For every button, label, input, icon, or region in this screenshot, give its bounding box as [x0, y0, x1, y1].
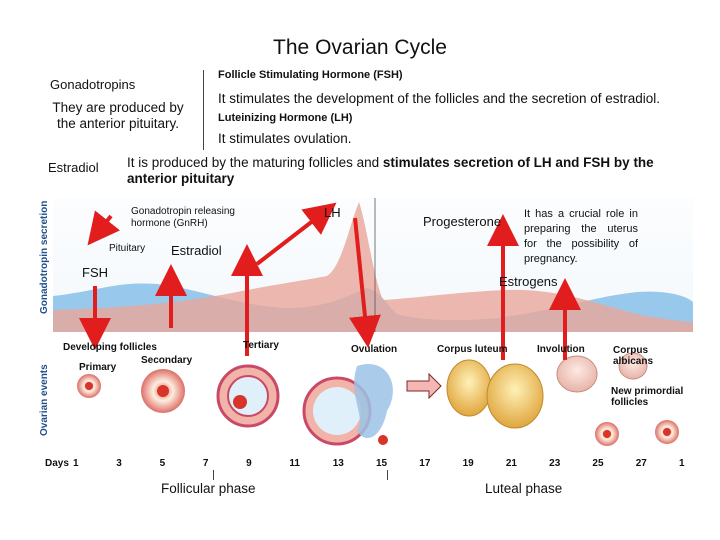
- axis-gonadotropin-secretion: Gonadotropin secretion: [39, 200, 50, 314]
- gonadotropins-bracket: [203, 70, 204, 150]
- estradiol-text-plain: It is produced by the maturing follicles…: [127, 155, 383, 170]
- estradiol-figure-label: Estradiol: [171, 243, 222, 258]
- involution-body: [556, 355, 598, 393]
- estradiol-text: It is produced by the maturing follicles…: [127, 155, 687, 187]
- follicular-phase: Follicular phase: [161, 481, 256, 496]
- figure-graphic: [37, 198, 693, 472]
- event-primary: Primary: [79, 362, 117, 373]
- day-tick-label: 7: [202, 458, 209, 469]
- lh-heading: Luteinizing Hormone (LH): [218, 112, 353, 124]
- day-tick-label: 13: [332, 458, 344, 469]
- arrow-estradiol-lh: [255, 202, 337, 266]
- corpus-luteum: [486, 363, 544, 429]
- day-tick-label: 1: [73, 458, 79, 469]
- day-tick-label: 3: [116, 458, 122, 469]
- day-tick-label: 9: [246, 458, 252, 469]
- pituitary-label: Pituitary: [109, 243, 146, 254]
- corpus-albicans: [618, 352, 648, 380]
- progesterone-label: Progesterone: [423, 214, 502, 229]
- day-tick-label: 23: [549, 458, 561, 469]
- lh-label: LH: [324, 205, 341, 220]
- transition-arrow: [406, 372, 442, 400]
- day-tick-label: 25: [592, 458, 604, 469]
- fsh-text: It stimulates the development of the fol…: [218, 91, 660, 106]
- event-secondary: Secondary: [141, 355, 193, 366]
- progesterone-text: It has a crucial role in preparing the u…: [524, 208, 638, 265]
- lh-estrogen-curve: [53, 202, 693, 332]
- day-tick-label: 27: [635, 458, 647, 469]
- gonadotropins-heading: Gonadotropins: [50, 77, 136, 92]
- estrogens-label: Estrogens: [499, 274, 558, 289]
- luteal-phase: Luteal phase: [485, 481, 563, 496]
- fsh-heading: Follicle Stimulating Hormone (FSH): [218, 69, 403, 81]
- gnrh-label: Gonadotropin releasing hormone (GnRH): [131, 206, 235, 229]
- follicular-tick: [213, 470, 214, 480]
- lh-text: It stimulates ovulation.: [218, 131, 352, 146]
- day-tick-label: 21: [505, 458, 517, 469]
- corpus-luteum-early: [446, 359, 492, 417]
- day-tick-label: 5: [159, 458, 166, 469]
- axis-ovarian-events: Ovarian events: [39, 364, 50, 436]
- ovulation-fluid: [354, 364, 393, 439]
- luteal-tick: [387, 470, 388, 480]
- event-involution: Involution: [537, 344, 585, 355]
- day-tick-label: 15: [376, 458, 388, 469]
- event-developing: Developing follicles: [63, 342, 157, 353]
- days-label: Days: [45, 458, 69, 469]
- day-tick-label: 19: [462, 458, 474, 469]
- day-tick-label: 17: [419, 458, 431, 469]
- estradiol-text-bold: stimulates secretion of LH and FSH by th…: [127, 155, 654, 186]
- gonadotropins-text: They are produced by the anterior pituit…: [52, 100, 184, 131]
- days-axis: [37, 454, 693, 472]
- day-tick-label: 11: [289, 458, 300, 469]
- event-ovulation: Ovulation: [351, 344, 398, 355]
- fsh-label: FSH: [82, 265, 108, 280]
- event-new-primordial: New primordial follicles: [611, 386, 684, 408]
- event-tertiary: Tertiary: [243, 340, 279, 351]
- ovarian-cycle-figure: Gonadotropin secretion Ovarian events Go…: [37, 196, 693, 474]
- day-tick-label: 1: [679, 458, 685, 469]
- arrow-lh-ovulation: [349, 217, 381, 348]
- estradiol-heading: Estradiol: [48, 160, 99, 175]
- event-corpus-albicans: Corpus albicans: [613, 345, 654, 367]
- page-title: The Ovarian Cycle: [273, 36, 447, 59]
- event-corpus-luteum: Corpus luteum: [437, 344, 508, 355]
- arrow-gnrh-fsh: [87, 210, 120, 246]
